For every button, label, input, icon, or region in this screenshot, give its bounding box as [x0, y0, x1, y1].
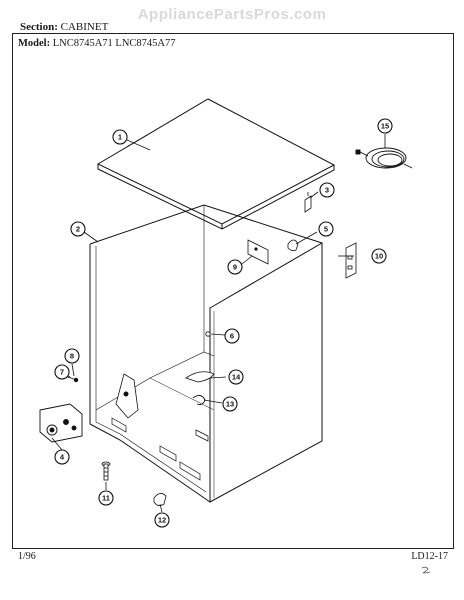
svg-text:7: 7: [60, 368, 64, 377]
plate-part-9: [247, 239, 269, 265]
section-line: Section: CABINET: [20, 21, 108, 33]
leveling-leg-part-11: [101, 461, 111, 481]
terminal-block-part-4: [39, 403, 83, 443]
watermark: AppliancePartsPros.com: [137, 6, 327, 23]
section-value: CABINET: [60, 21, 109, 33]
callout-9: 9: [227, 259, 243, 275]
diagram-frame: [12, 33, 454, 549]
svg-text:15: 15: [381, 122, 389, 131]
top-panel: [96, 98, 336, 230]
callout-3: 3: [319, 182, 335, 198]
svg-text:2: 2: [76, 225, 80, 234]
clip-part-12: [153, 493, 167, 506]
svg-text:1: 1: [118, 133, 122, 142]
svg-text:14: 14: [232, 373, 241, 382]
callout-7: 7: [54, 364, 70, 380]
svg-text:11: 11: [102, 494, 110, 503]
callout-11: 11: [98, 490, 114, 506]
clip-part-3: [304, 192, 312, 213]
bracket-part-5: [287, 239, 299, 252]
footer-date: 1/96: [18, 551, 36, 562]
callout-12: 12: [154, 512, 170, 528]
svg-text:10: 10: [375, 252, 383, 261]
footer-page-code: LD12-17: [411, 551, 448, 562]
callout-5: 5: [318, 221, 334, 237]
callout-6: 6: [224, 328, 240, 344]
svg-text:5: 5: [324, 225, 328, 234]
svg-text:9: 9: [233, 263, 237, 272]
svg-text:13: 13: [226, 400, 234, 409]
leader-lines: [51, 134, 386, 513]
svg-text:6: 6: [230, 332, 234, 341]
svg-text:3: 3: [325, 186, 329, 195]
callout-14: 14: [228, 369, 244, 385]
handwritten-mark: [421, 566, 431, 577]
model-value: LNC8745A71 LNC8745A77: [52, 38, 176, 49]
svg-text:4: 4: [60, 453, 65, 462]
power-cord-part-15: [355, 147, 413, 169]
svg-text:8: 8: [70, 352, 74, 361]
callout-13: 13: [222, 396, 238, 412]
callout-8: 8: [64, 348, 80, 364]
callout-15: 15: [377, 118, 393, 134]
plate-part-10: [345, 242, 357, 279]
callout-10: 10: [371, 248, 387, 264]
svg-text:12: 12: [158, 516, 166, 525]
section-label: Section:: [20, 21, 58, 33]
callout-2: 2: [70, 221, 86, 237]
cabinet-body: [89, 204, 323, 503]
screws-part-7-8: [65, 375, 79, 383]
callout-4: 4: [54, 449, 70, 465]
callout-1: 1: [112, 129, 128, 145]
model-label: Model:: [18, 38, 51, 49]
model-line: Model: LNC8745A71 LNC8745A77: [18, 38, 176, 49]
